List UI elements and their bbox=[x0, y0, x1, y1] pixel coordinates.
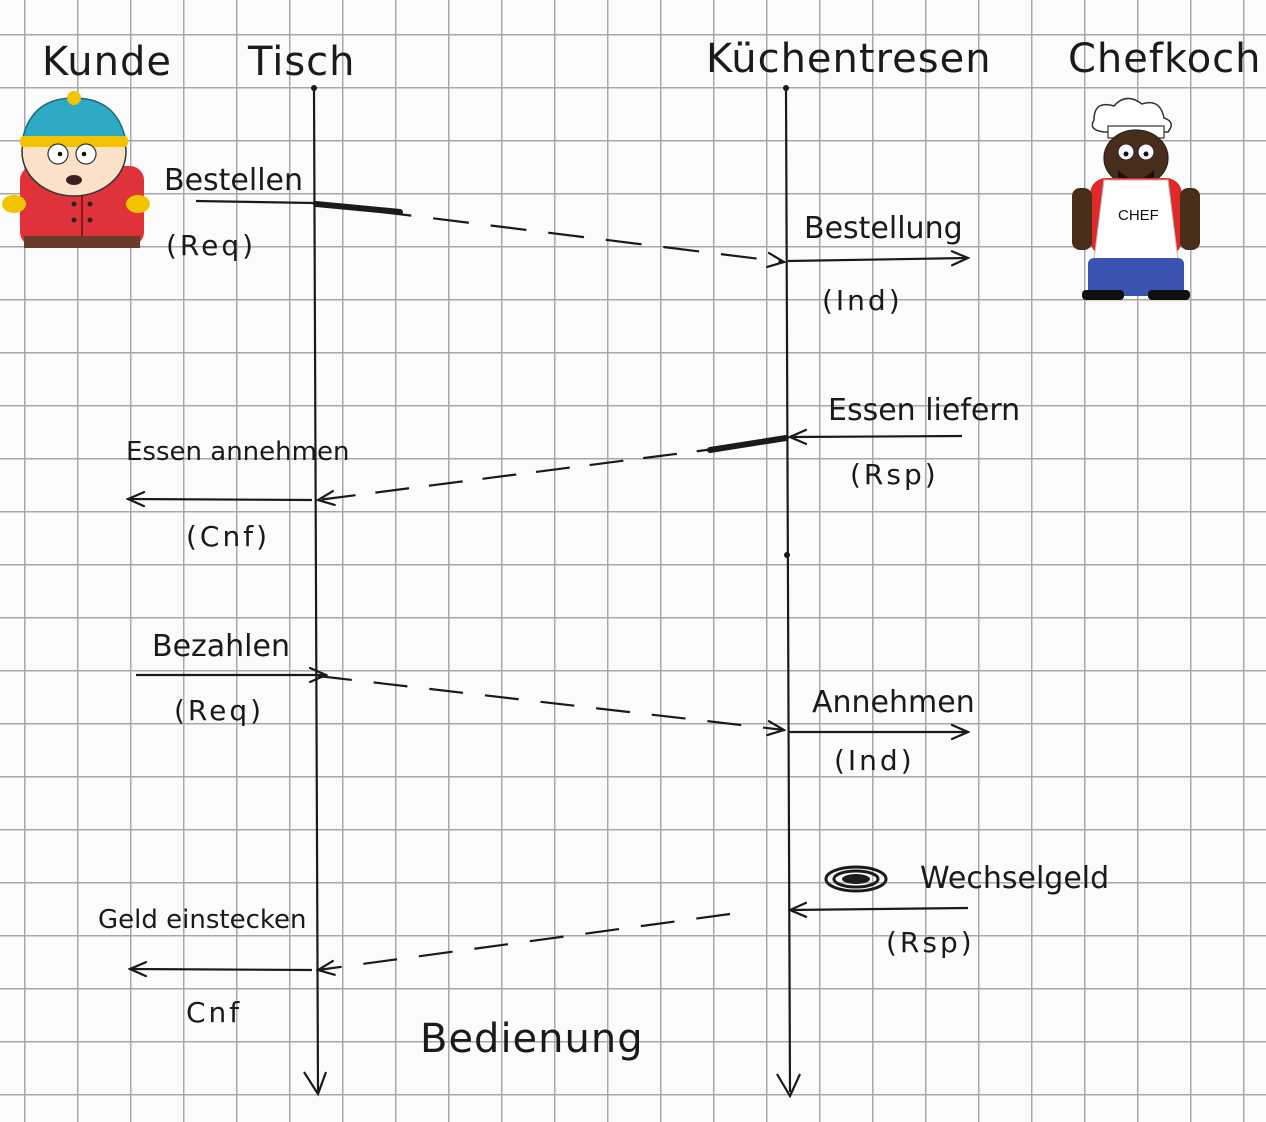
primitive-wechselgeld: (Rsp) bbox=[886, 926, 975, 959]
label-wechselgeld: Wechselgeld bbox=[920, 861, 1109, 896]
label-bezahlen: Bezahlen bbox=[152, 629, 290, 664]
participant-kuechentresen: Küchentresen bbox=[706, 36, 992, 82]
primitive-bezahlen: (Req) bbox=[174, 694, 264, 727]
label-essen-liefern: Essen liefern bbox=[828, 393, 1020, 428]
primitive-essen-liefern: (Rsp) bbox=[850, 458, 939, 491]
primitive-bestellen: (Req) bbox=[166, 229, 256, 262]
primitive-annehmen: (Ind) bbox=[834, 744, 915, 777]
scribble-mark bbox=[824, 865, 888, 893]
participant-kunde: Kunde bbox=[42, 39, 172, 85]
message-wechselgeld: Wechselgeld (Rsp) bbox=[790, 861, 1109, 959]
label-bestellen: Bestellen bbox=[164, 163, 303, 198]
participant-chefkoch: Chefkoch bbox=[1068, 36, 1262, 82]
message-geld-einstecken: Geld einstecken Cnf bbox=[98, 905, 731, 1029]
lifeline-kuechentresen bbox=[776, 85, 802, 1099]
participant-tisch: Tisch bbox=[247, 39, 356, 85]
primitive-bestellung: (Ind) bbox=[822, 284, 903, 317]
primitive-geld-einstecken: Cnf bbox=[186, 996, 242, 1029]
chef-character-icon: CHEF bbox=[1072, 97, 1200, 300]
label-annehmen: Annehmen bbox=[812, 685, 975, 720]
primitive-essen-annehmen: (Cnf) bbox=[186, 520, 270, 553]
service-label: Bedienung bbox=[420, 1016, 644, 1062]
message-bezahlen: Bezahlen (Req) bbox=[136, 629, 784, 730]
message-essen-annehmen: Essen annehmen (Cnf) bbox=[126, 435, 789, 553]
label-essen-annehmen: Essen annehmen bbox=[126, 437, 349, 467]
label-geld-einstecken: Geld einstecken bbox=[98, 905, 306, 935]
message-bestellung: Bestellung (Ind) bbox=[787, 211, 968, 317]
message-bestellen: Bestellen (Req) bbox=[164, 163, 784, 262]
customer-character-icon bbox=[2, 91, 150, 248]
message-essen-liefern: Essen liefern (Rsp) bbox=[790, 393, 1020, 491]
chef-apron-text: CHEF bbox=[1118, 207, 1159, 224]
label-bestellung: Bestellung bbox=[804, 211, 963, 246]
lifeline-tisch bbox=[303, 85, 328, 1097]
message-annehmen: Annehmen (Ind) bbox=[788, 685, 975, 777]
